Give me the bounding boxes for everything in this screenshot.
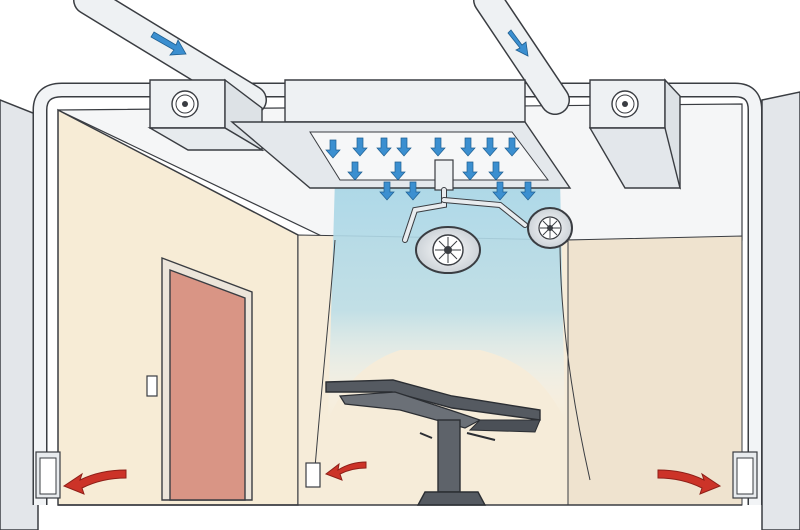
exhaust-arrow-icon [324, 461, 367, 481]
door [161, 256, 253, 501]
right-wall [567, 235, 743, 506]
surgical-lamp-icon [527, 207, 573, 249]
exhaust-air-arrows [62, 461, 722, 495]
exhaust-arrow-icon [62, 469, 127, 495]
supply-air-arrow-icon [462, 161, 478, 181]
laminar-airflow-zone [313, 178, 591, 481]
supply-air-arrow-icon [347, 161, 363, 181]
supply-air-arrow-icon [504, 137, 520, 157]
supply-arrow-icon [507, 29, 529, 57]
supply-air-arrow-icon [376, 137, 392, 157]
supply-air-arrow-icon [492, 181, 508, 201]
left-fan-unit [147, 78, 265, 152]
exhaust-grille-back [305, 462, 321, 488]
supply-air-arrow-icon [396, 137, 412, 157]
exhaust-grille-right [732, 451, 758, 499]
supply-air-arrow-icon [405, 181, 421, 201]
exhaust-arrow-icon [657, 469, 722, 495]
supply-air-arrow-icon [379, 181, 395, 201]
supply-air-arrow-icon [460, 137, 476, 157]
light-switch-icon [146, 375, 158, 397]
supply-air-arrow-icon [520, 181, 536, 201]
supply-air-arrow-icon [482, 137, 498, 157]
supply-air-arrow-icon [390, 161, 406, 181]
supply-air-arrow-icon [430, 137, 446, 157]
supply-air-arrow-icon [488, 161, 504, 181]
supply-duct-right [473, 0, 570, 115]
supply-air-arrow-icon [352, 137, 368, 157]
supply-air-arrow-icon [325, 139, 341, 159]
supply-air-arrows [325, 137, 536, 201]
surgical-lamp-icon [415, 226, 481, 274]
fan-icon [171, 90, 199, 118]
operating-table-icon [325, 379, 541, 506]
supply-arrow-icon [150, 31, 187, 56]
exhaust-grille-left [35, 451, 61, 499]
right-fan-unit [588, 78, 681, 190]
fan-icon [611, 90, 639, 118]
surgical-lamp-assembly [402, 159, 573, 274]
door-icon [169, 268, 246, 501]
